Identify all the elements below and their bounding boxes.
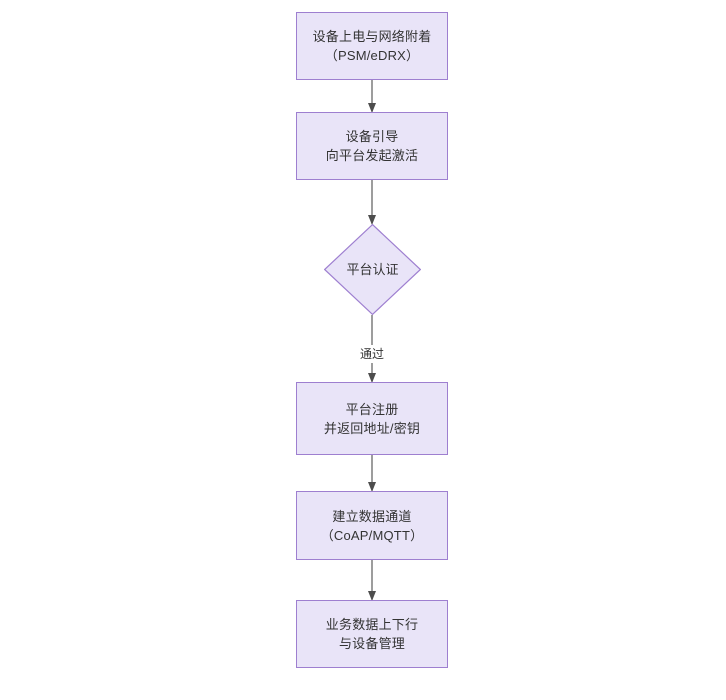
diamond-icon bbox=[324, 224, 421, 315]
node-platform-auth-decision[interactable]: 平台认证 bbox=[324, 224, 421, 315]
node-device-power-on[interactable]: 设备上电与网络附着 （PSM/eDRX） bbox=[296, 12, 448, 80]
node-business-data-and-device-management[interactable]: 业务数据上下行 与设备管理 bbox=[296, 600, 448, 668]
node-device-bootstrap[interactable]: 设备引导 向平台发起激活 bbox=[296, 112, 448, 180]
node-platform-register[interactable]: 平台注册 并返回地址/密钥 bbox=[296, 382, 448, 455]
node-establish-data-channel[interactable]: 建立数据通道 （CoAP/MQTT） bbox=[296, 491, 448, 560]
node-platform-auth-label: 平台认证 bbox=[346, 262, 399, 277]
edge-label-pass: 通过 bbox=[357, 345, 387, 363]
